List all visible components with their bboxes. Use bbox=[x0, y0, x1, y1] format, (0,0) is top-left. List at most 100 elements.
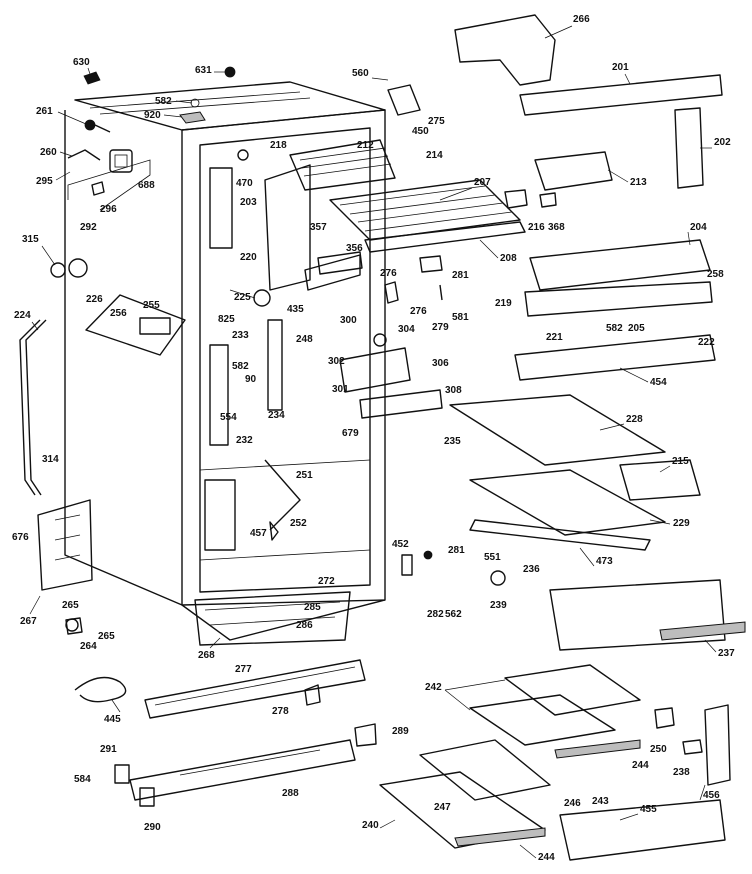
callout-281-upper: 281 bbox=[452, 270, 469, 281]
callout-454: 454 bbox=[650, 377, 667, 388]
callout-243: 243 bbox=[592, 796, 609, 807]
callout-234: 234 bbox=[268, 410, 285, 421]
callout-260: 260 bbox=[40, 147, 57, 158]
interior-parts bbox=[204, 149, 361, 551]
callout-267: 267 bbox=[20, 616, 37, 627]
callout-272: 272 bbox=[318, 576, 335, 587]
callout-226: 226 bbox=[86, 294, 103, 305]
callout-218: 218 bbox=[270, 140, 287, 151]
callout-581: 581 bbox=[452, 312, 469, 323]
callout-237: 237 bbox=[718, 648, 735, 659]
callout-277: 277 bbox=[235, 664, 252, 675]
callout-314: 314 bbox=[42, 454, 59, 465]
callout-224: 224 bbox=[14, 310, 31, 321]
callout-213: 213 bbox=[630, 177, 647, 188]
callout-445: 445 bbox=[104, 714, 121, 725]
callout-304: 304 bbox=[398, 324, 415, 335]
callout-306: 306 bbox=[432, 358, 449, 369]
bottom-drawers bbox=[379, 664, 731, 861]
callout-250: 250 bbox=[650, 744, 667, 755]
callout-688: 688 bbox=[138, 180, 155, 191]
callout-208: 208 bbox=[500, 253, 517, 264]
callout-220: 220 bbox=[240, 252, 257, 263]
callout-251: 251 bbox=[296, 470, 313, 481]
callout-219: 219 bbox=[495, 298, 512, 309]
callout-676: 676 bbox=[12, 532, 29, 543]
callout-90: 90 bbox=[245, 374, 257, 385]
callout-302: 302 bbox=[328, 356, 345, 367]
callout-456: 456 bbox=[703, 790, 720, 801]
callout-244-bottom: 244 bbox=[538, 852, 555, 863]
callout-264: 264 bbox=[80, 641, 97, 652]
callout-291: 291 bbox=[100, 744, 117, 755]
callout-238: 238 bbox=[673, 767, 690, 778]
callout-279: 279 bbox=[432, 322, 449, 333]
callout-214: 214 bbox=[426, 150, 443, 161]
callout-212: 212 bbox=[357, 140, 374, 151]
callout-584: 584 bbox=[74, 774, 91, 785]
callout-551: 551 bbox=[484, 552, 501, 563]
callout-215: 215 bbox=[672, 456, 689, 467]
callout-457: 457 bbox=[250, 528, 267, 539]
callout-554: 554 bbox=[220, 412, 237, 423]
callout-292: 292 bbox=[80, 222, 97, 233]
callout-202: 202 bbox=[714, 137, 731, 148]
upper-right-parts bbox=[387, 14, 723, 381]
callout-276-lower: 276 bbox=[410, 306, 427, 317]
callout-266: 266 bbox=[573, 14, 590, 25]
callout-455: 455 bbox=[640, 804, 657, 815]
middle-parts bbox=[317, 251, 443, 419]
callout-204: 204 bbox=[690, 222, 707, 233]
callout-252: 252 bbox=[290, 518, 307, 529]
callout-560: 560 bbox=[352, 68, 369, 79]
freezer-shelves bbox=[289, 139, 526, 253]
leader-lines bbox=[29, 25, 717, 859]
callout-275: 275 bbox=[428, 116, 445, 127]
callout-labels: 630 631 582 920 261 260 295 296 688 292 … bbox=[12, 14, 735, 863]
callout-357: 357 bbox=[310, 222, 327, 233]
callout-236: 236 bbox=[523, 564, 540, 575]
callout-225: 225 bbox=[234, 292, 251, 303]
callout-239: 239 bbox=[490, 600, 507, 611]
callout-265-bottom: 265 bbox=[98, 631, 115, 642]
callout-255: 255 bbox=[143, 300, 160, 311]
callout-288: 288 bbox=[282, 788, 299, 799]
callout-300: 300 bbox=[340, 315, 357, 326]
crisper-shelves bbox=[401, 394, 746, 651]
callout-295: 295 bbox=[36, 176, 53, 187]
callout-201: 201 bbox=[612, 62, 629, 73]
callout-679: 679 bbox=[342, 428, 359, 439]
callout-301: 301 bbox=[332, 384, 349, 395]
callout-221: 221 bbox=[546, 332, 563, 343]
top-left-parts bbox=[19, 66, 236, 496]
callout-242: 242 bbox=[425, 682, 442, 693]
callout-296: 296 bbox=[100, 204, 117, 215]
callout-562: 562 bbox=[445, 609, 462, 620]
callout-235: 235 bbox=[444, 436, 461, 447]
callout-285: 285 bbox=[304, 602, 321, 613]
callout-356: 356 bbox=[346, 243, 363, 254]
cabinet bbox=[64, 81, 386, 646]
callout-244-mid: 244 bbox=[632, 760, 649, 771]
callout-205: 205 bbox=[628, 323, 645, 334]
callout-582: 582 bbox=[155, 96, 172, 107]
callout-315: 315 bbox=[22, 234, 39, 245]
callout-222: 222 bbox=[698, 337, 715, 348]
callout-246: 246 bbox=[564, 798, 581, 809]
callout-268: 268 bbox=[198, 650, 215, 661]
callout-258: 258 bbox=[707, 269, 724, 280]
callout-216: 216 bbox=[528, 222, 545, 233]
callout-630: 630 bbox=[73, 57, 90, 68]
callout-261: 261 bbox=[36, 106, 53, 117]
callout-281-lower: 281 bbox=[448, 545, 465, 556]
callout-265-top: 265 bbox=[62, 600, 79, 611]
callout-247: 247 bbox=[434, 802, 451, 813]
callout-240: 240 bbox=[362, 820, 379, 831]
callout-276-upper: 276 bbox=[380, 268, 397, 279]
callout-452: 452 bbox=[392, 539, 409, 550]
callout-248: 248 bbox=[296, 334, 313, 345]
callout-207: 207 bbox=[474, 177, 491, 188]
callout-308: 308 bbox=[445, 385, 462, 396]
bottom-rails bbox=[114, 659, 377, 807]
